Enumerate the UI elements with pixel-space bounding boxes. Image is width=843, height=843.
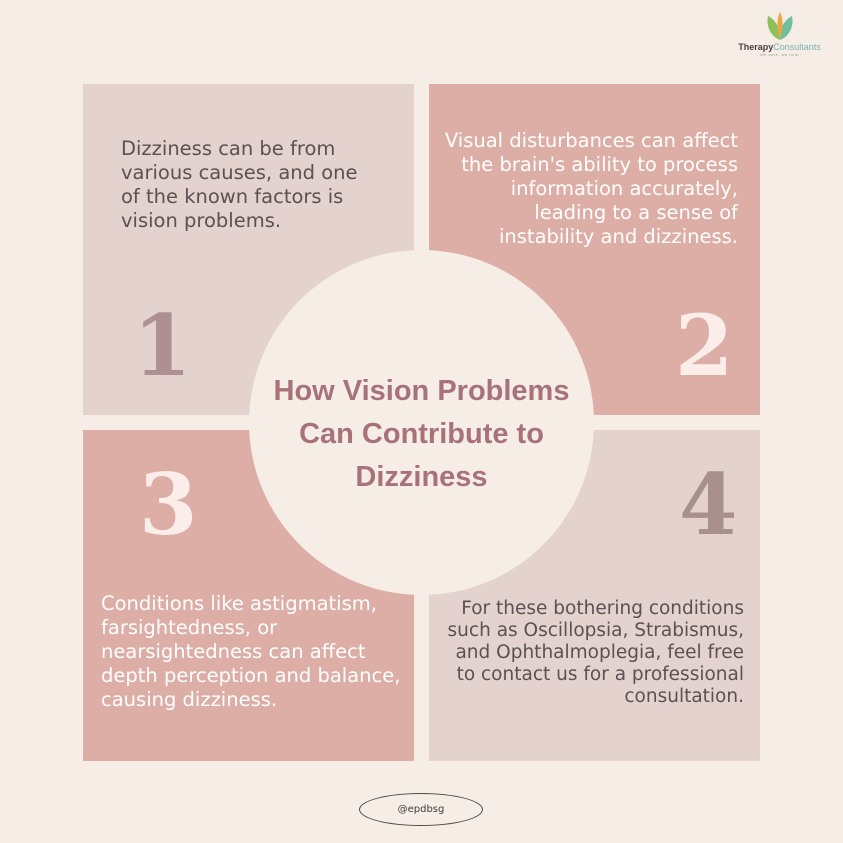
quadrant-1-text: Dizziness can be from various causes, an… — [121, 137, 358, 232]
leaf-icon — [767, 12, 792, 40]
quadrant-2-text: Visual disturbances can affect the brain… — [444, 129, 738, 248]
brand-name-part2: Consultants — [773, 42, 821, 52]
quadrant-4: 4 For these bothering conditions such as… — [429, 430, 760, 761]
quadrant-3-text: Conditions like astigmatism, farsightedn… — [101, 592, 401, 711]
brand-name-part1: Therapy — [738, 42, 774, 52]
brand-name: TherapyConsultants — [722, 42, 837, 52]
brand-tagline: We care, we heal — [760, 52, 799, 57]
brand-logo: TherapyConsultants We care, we heal — [722, 10, 837, 66]
quadrant-1: Dizziness can be from various causes, an… — [83, 84, 414, 415]
quadrant-3: 3 Conditions like astigmatism, farsighte… — [83, 430, 414, 761]
center-circle: How Vision Problems Can Contribute to Di… — [249, 250, 594, 595]
quadrant-3-number: 3 — [139, 455, 198, 554]
quadrant-4-text: For these bothering conditions such as O… — [447, 598, 744, 707]
quadrant-4-number: 4 — [679, 455, 738, 554]
quadrant-2-number: 2 — [675, 296, 734, 395]
quadrant-1-number: 1 — [133, 296, 192, 395]
page-title: How Vision Problems Can Contribute to Di… — [273, 375, 570, 493]
social-handle-badge: @epdbsg — [359, 793, 483, 826]
